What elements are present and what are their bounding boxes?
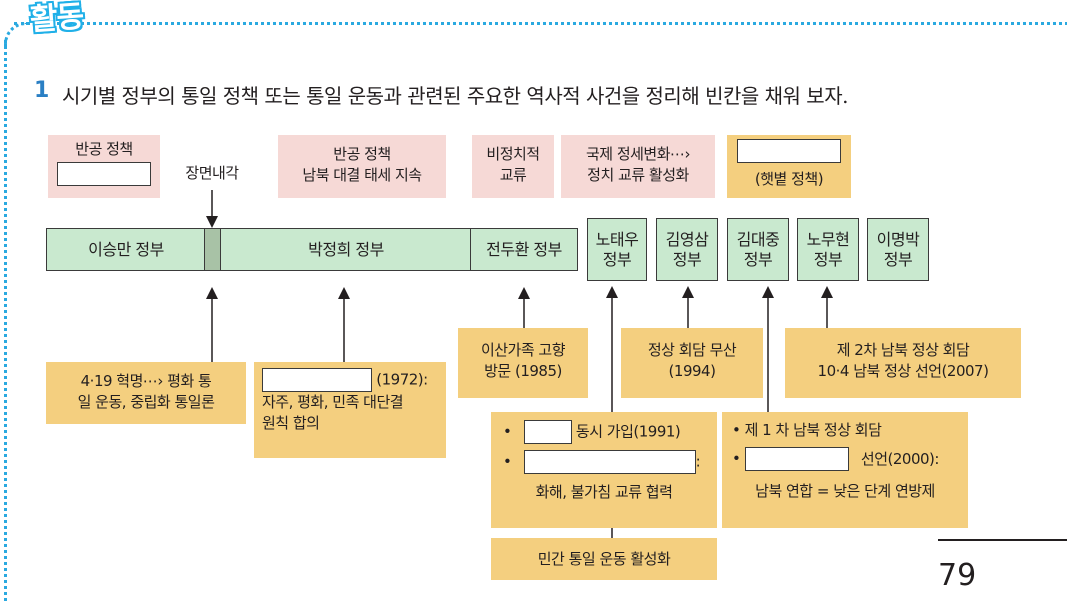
chun-event-box: 이산가족 고향 방문 (1985): [458, 328, 588, 398]
question-number: 1: [34, 78, 50, 103]
park-policy-box: 반공 정책 남북 대결 태세 지속: [278, 135, 446, 198]
gov-roh-tw: 노태우 정부: [587, 218, 647, 281]
kim-policy-label: (햇볕 정책): [754, 170, 824, 188]
frame-left-border: [4, 40, 7, 601]
gov-lee-mb: 이명박 정부: [867, 218, 929, 281]
roh-bullet-2-colon: :: [695, 452, 701, 471]
park-policy-line-1: 반공 정책: [333, 145, 391, 163]
roh2-event-line-1: 제 2차 남북 정상 회담: [836, 341, 970, 359]
roh-blank-agreement[interactable]: [523, 450, 696, 474]
dj-bullet-1: • 제 1 차 남북 정상 회담: [732, 421, 882, 439]
roh2-event-line-2: 10·4 남북 정상 선언(2007): [817, 362, 989, 380]
gov-rhee: 이승만 정부: [46, 228, 206, 271]
gov-park: 박정희 정부: [220, 228, 472, 271]
park-policy-line-2: 남북 대결 태세 지속: [302, 166, 422, 184]
frame-corner: [4, 22, 28, 46]
ys-event-line-1: 정상 회담 무산: [647, 341, 737, 359]
dj-bullet-2: 선언(2000):: [860, 449, 940, 468]
rhee-event-box: 4·19 혁명⋯› 평화 통 일 운동, 중립화 통일론: [46, 362, 246, 424]
page-rule: [938, 539, 1067, 541]
ys-event-line-2: (1994): [668, 362, 716, 380]
rhee-policy-label: 반공 정책: [75, 140, 133, 158]
roh-policy-line-1: 국제 정세변화⋯›: [585, 145, 691, 163]
park-event-year: (1972):: [376, 370, 428, 389]
park-event-box: (1972): 자주, 평화, 민족 대단결 원칙 합의: [254, 362, 446, 458]
park-event-line-2: 원칙 합의: [262, 414, 320, 432]
roh-bullet-2b: 화해, 불가침 교류 협력: [535, 483, 673, 501]
gov-chun: 전두환 정부: [470, 228, 578, 271]
gov-kim-dj: 김대중 정부: [727, 218, 789, 281]
roh2-event-box: 제 2차 남북 정상 회담 10·4 남북 정상 선언(2007): [785, 328, 1021, 398]
roh-policy-box: 국제 정세변화⋯› 정치 교류 활성화: [561, 135, 715, 198]
page-number: 79: [938, 558, 977, 593]
roh-blank-un[interactable]: [523, 420, 572, 444]
chun-event-line-2: 방문 (1985): [484, 362, 562, 380]
roh-policy-line-2: 정치 교류 활성화: [587, 166, 689, 184]
rhee-event-line-2: 일 운동, 중립화 통일론: [77, 393, 215, 411]
roh-bullet-1: 동시 가입(1991): [575, 422, 681, 441]
kim-policy-box: (햇볕 정책): [727, 135, 851, 198]
park-event-blank[interactable]: [262, 368, 372, 392]
chun-policy-line-1: 비정치적: [486, 145, 540, 163]
dj-bullet-mark-2: •: [732, 449, 741, 468]
roh-bullet-mark-1: •: [503, 422, 512, 441]
rhee-policy-box: 반공 정책: [48, 135, 160, 198]
roh-civil-box: 민간 통일 운동 활성화: [491, 538, 717, 580]
chang-cabinet-label: 장면내각: [185, 164, 239, 182]
chun-policy-line-2: 교류: [499, 166, 527, 184]
roh-bullet-mark-2: •: [503, 452, 512, 471]
rhee-policy-blank[interactable]: [57, 162, 151, 186]
gov-kim-ys: 김영삼 정부: [656, 218, 718, 281]
dj-bullet-2b: 남북 연합 = 낮은 단계 연방제: [755, 482, 935, 500]
dj-blank-declaration[interactable]: [744, 447, 849, 471]
ys-event-box: 정상 회담 무산 (1994): [621, 328, 763, 398]
chun-policy-box: 비정치적 교류: [472, 135, 554, 198]
gov-roh-mh: 노무현 정부: [797, 218, 859, 281]
kim-policy-blank[interactable]: [737, 139, 841, 163]
question-text: 시기별 정부의 통일 정책 또는 통일 운동과 관련된 주요한 역사적 사건을 …: [62, 84, 848, 108]
rhee-event-line-1: 4·19 혁명⋯› 평화 통: [80, 372, 212, 390]
chun-event-line-1: 이산가족 고향: [480, 341, 566, 359]
dj-event-box: • 제 1 차 남북 정상 회담 • 선언(2000): 남북 연합 = 낮은 …: [722, 412, 968, 528]
frame-top-border: [14, 22, 1067, 25]
roh-event-box: • 동시 가입(1991) • : 화해, 불가침 교류 협력: [491, 412, 717, 528]
park-event-line-1: 자주, 평화, 민족 대단결: [262, 393, 404, 411]
